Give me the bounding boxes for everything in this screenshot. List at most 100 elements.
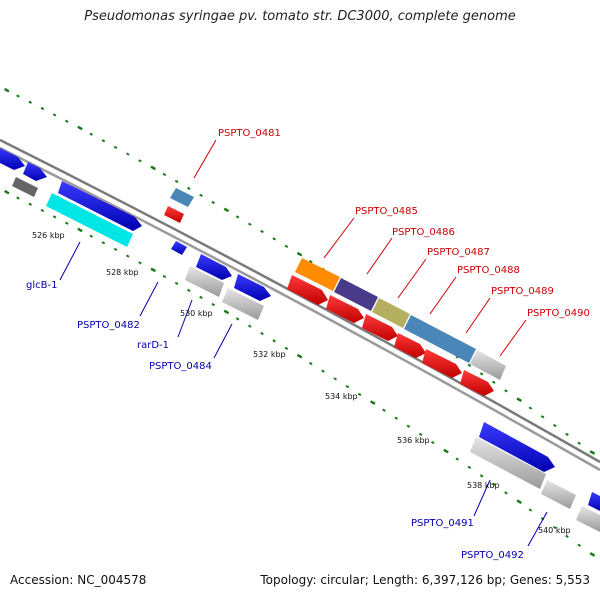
feature-red-0481[interactable] (164, 206, 184, 223)
gene-label[interactable]: glcB-1 (26, 280, 57, 291)
tick-mark (247, 324, 252, 328)
feature-steelblue-0488[interactable] (404, 315, 476, 363)
tick-mark (52, 113, 57, 117)
tick-mark (455, 457, 459, 461)
tick-mark (16, 196, 20, 200)
tick-mark (138, 261, 142, 265)
feature-blue-2[interactable] (23, 162, 47, 181)
tick-mark (370, 400, 376, 405)
feature-red-6[interactable] (460, 370, 494, 396)
ruler-label: 536 kbp (397, 436, 430, 445)
tick-mark (528, 508, 533, 512)
tick-mark (235, 215, 240, 219)
gene-label[interactable]: PSPTO_0489 (491, 286, 554, 297)
feature-darkgray-1[interactable] (12, 177, 38, 197)
feature-gray-0491[interactable] (470, 437, 546, 489)
tick-mark (101, 139, 106, 143)
tick-mark (211, 200, 215, 205)
feature-steelblue-0481[interactable] (170, 188, 194, 207)
tick-mark (126, 152, 130, 156)
gene-label[interactable]: PSPTO_0484 (149, 361, 212, 372)
gene-label[interactable]: PSPTO_0487 (427, 247, 490, 258)
feature-purple-0486[interactable] (334, 278, 378, 311)
tick-mark (345, 384, 350, 389)
gene-label[interactable]: PSPTO_0486 (392, 227, 455, 238)
feature-blue-0491[interactable] (479, 422, 555, 472)
gene-label[interactable]: PSPTO_0481 (218, 128, 281, 139)
gene-label[interactable]: PSPTO_0488 (457, 265, 520, 276)
tick-mark (223, 309, 230, 315)
feature-blue-glcb-upper[interactable] (58, 181, 142, 231)
tick-mark (3, 87, 10, 93)
feature-blue-0484[interactable] (234, 274, 271, 301)
tick-mark (199, 193, 203, 198)
tick-mark (431, 440, 435, 445)
feature-red-3[interactable] (362, 314, 398, 341)
ruler-label: 538 kbp (467, 481, 500, 490)
gene-label[interactable]: PSPTO_0490 (527, 308, 590, 319)
feature-gray-0490[interactable] (470, 350, 506, 380)
tick-mark (333, 377, 337, 381)
tick-mark (553, 525, 557, 530)
gene-label[interactable]: PSPTO_0482 (77, 320, 140, 331)
tick-mark (577, 543, 581, 547)
tick-mark (150, 165, 156, 171)
feature-blue-0482[interactable] (196, 254, 232, 280)
feature-gray-0484[interactable] (222, 288, 264, 320)
tick-mark (77, 227, 83, 233)
tick-mark (89, 234, 93, 238)
gene-label[interactable]: PSPTO_0485 (355, 206, 418, 217)
tick-mark (65, 221, 69, 225)
topology-summary: Topology: circular; Length: 6,397,126 bp… (260, 573, 590, 587)
gene-label[interactable]: PSPTO_0492 (461, 550, 524, 561)
feature-orange-0485[interactable] (295, 258, 340, 291)
backbone-inner (0, 146, 600, 472)
tick-mark (309, 259, 313, 264)
tick-mark (565, 432, 569, 436)
tick-mark (260, 331, 264, 336)
tick-mark (443, 448, 449, 454)
gene-label[interactable]: PSPTO_0491 (411, 518, 474, 529)
tick-mark (552, 423, 557, 428)
tick-mark (418, 432, 423, 436)
feature-red-2[interactable] (326, 295, 364, 323)
feature-blue-small[interactable] (171, 241, 187, 255)
feature-red-5[interactable] (422, 349, 462, 378)
tick-mark (223, 207, 230, 213)
tick-mark (186, 186, 191, 190)
feature-gray-0492[interactable] (541, 480, 576, 509)
feature-blue-1[interactable] (0, 147, 25, 170)
feature-gray-right-edge[interactable] (576, 506, 600, 532)
tick-mark (516, 397, 522, 403)
tick-mark (235, 317, 240, 321)
tick-mark (174, 281, 179, 286)
ruler-label: 540 kbp (538, 526, 571, 535)
ruler-label: 526 kbp (32, 231, 65, 240)
tick-mark (357, 392, 362, 397)
accession-label: Accession: NC_004578 (10, 573, 147, 587)
tick-mark (65, 119, 69, 123)
tick-mark (174, 179, 179, 184)
tick-mark (479, 474, 484, 478)
feature-olive-0487[interactable] (372, 298, 410, 328)
tick-mark (162, 274, 167, 279)
tick-mark (492, 380, 496, 384)
tick-mark (28, 202, 32, 206)
feature-cyan-glcb[interactable] (46, 193, 133, 247)
tick-mark (40, 106, 45, 111)
backbone-outer (0, 138, 600, 464)
tick-mark (504, 491, 508, 495)
ruler-label: 530 kbp (180, 309, 213, 318)
tick-mark (540, 517, 545, 521)
feature-blue-right-edge[interactable] (588, 492, 600, 512)
gene-label[interactable]: rarD-1 (137, 340, 169, 351)
tick-mark (113, 247, 118, 251)
tick-mark (528, 406, 533, 410)
feature-red-1[interactable] (287, 275, 328, 305)
feature-gray-0482[interactable] (185, 266, 224, 297)
ruler-label: 532 kbp (253, 350, 286, 359)
tick-mark (394, 416, 398, 420)
tick-mark (3, 189, 10, 195)
feature-red-4[interactable] (394, 333, 426, 358)
